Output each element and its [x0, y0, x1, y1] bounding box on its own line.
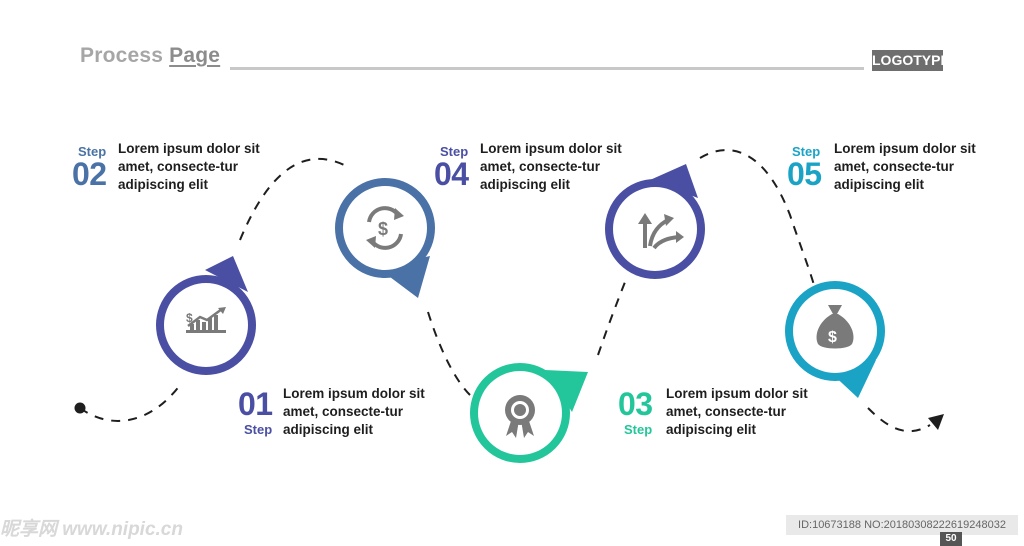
footer-image-id: ID:10673188 NO:20180308222619248032: [786, 515, 1018, 535]
step-04-text: Lorem ipsum dolor sit amet, consecte-tur…: [480, 141, 622, 192]
step-01-word: Step: [244, 422, 273, 437]
dollar-cycle-icon: $: [366, 206, 404, 250]
step-02-text: Lorem ipsum dolor sit amet, consecte-tur…: [118, 141, 260, 192]
svg-text:$: $: [378, 219, 388, 239]
flow-start-dot: [74, 402, 86, 414]
page-title-bold: Page: [169, 44, 221, 67]
page-title: Process Page: [80, 44, 220, 68]
chart-growth-icon: $: [186, 307, 226, 333]
step-03-text: Lorem ipsum dolor sit amet, consecte-tur…: [666, 386, 808, 437]
dashed-flow-path: [79, 149, 931, 433]
pin-step-02: [335, 178, 435, 298]
step-01-text: Lorem ipsum dolor sit amet, consecte-tur…: [283, 386, 425, 437]
header-rule: [230, 67, 864, 70]
step-02-number: 02: [72, 156, 107, 192]
logotype: LOGOTYPE: [872, 50, 950, 71]
step-03-number: 03: [618, 386, 653, 422]
step-05-text: Lorem ipsum dolor sit amet, consecte-tur…: [834, 141, 976, 192]
svg-text:$: $: [828, 329, 837, 346]
step-05-word: Step: [792, 144, 821, 159]
step-04-number: 04: [434, 156, 469, 192]
page-number: 50: [940, 532, 962, 546]
money-bag-icon: $: [816, 305, 854, 349]
split-arrows-icon: [638, 213, 684, 250]
footer-watermark: 昵享网 www.nipic.cn: [0, 519, 183, 540]
step-01-number: 01: [238, 386, 273, 422]
step-04-word: Step: [440, 144, 469, 159]
step-02-word: Step: [78, 144, 107, 159]
step-03-word: Step: [624, 422, 653, 437]
award-badge-icon: [505, 395, 535, 438]
pin-step-01: [156, 256, 256, 375]
page-title-light: Process: [80, 44, 170, 67]
step-05-number: 05: [787, 156, 822, 192]
flow-end-arrow: [928, 414, 944, 430]
svg-text:$: $: [186, 311, 193, 325]
